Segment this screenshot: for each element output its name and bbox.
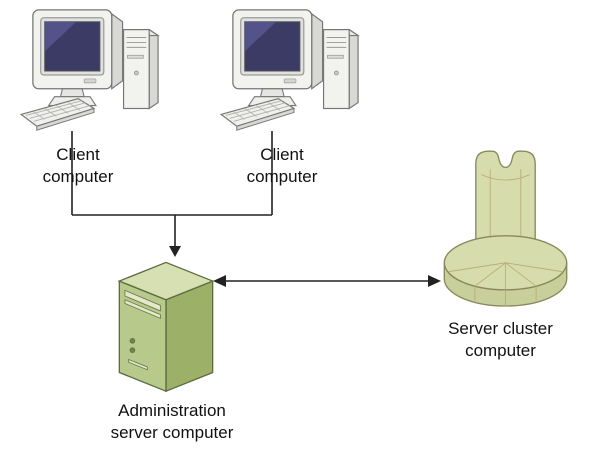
admin-server-label-line1: Administration: [118, 401, 226, 420]
power-button-icon: [129, 338, 136, 344]
monitor-neck: [259, 88, 285, 98]
slab-curve-line: [481, 174, 530, 181]
vent-slot: [128, 358, 148, 371]
monitor: [232, 9, 324, 107]
client1-label-line1: Client: [56, 145, 100, 164]
server-cluster-label: Server cluster computer: [408, 318, 593, 362]
keyboard: [19, 97, 96, 131]
client1-label: Client computer: [8, 144, 148, 188]
administration-server: [110, 248, 222, 400]
server-cluster-label-line1: Server cluster: [448, 319, 553, 338]
admin-server-label-line2: server computer: [110, 423, 234, 442]
drive-bay: [124, 299, 161, 320]
monitor: [32, 9, 124, 107]
tower-case: [121, 28, 161, 110]
server-cluster-label-line2: computer: [465, 341, 536, 360]
server-cluster-icon: [443, 150, 568, 307]
server-cluster: [438, 130, 573, 320]
server-front-details: [124, 289, 161, 371]
admin-server-label: Administration server computer: [72, 400, 272, 444]
server-tower-icon: [117, 261, 215, 393]
reset-button-icon: [129, 347, 136, 353]
client-computer-2: [218, 4, 368, 142]
client2-label-line1: Client: [260, 145, 304, 164]
client-computer-1: [18, 4, 168, 142]
keyboard: [219, 97, 296, 131]
server-tower-body: [117, 261, 215, 393]
monitor-neck: [59, 88, 85, 98]
client2-label-line2: computer: [246, 167, 318, 186]
client2-label: Client computer: [212, 144, 352, 188]
tower-case: [321, 28, 361, 110]
drive-bay: [124, 289, 161, 312]
client1-label-line2: computer: [42, 167, 114, 186]
cluster-base-disk: [443, 235, 568, 307]
client-computer-icon: [219, 9, 361, 131]
client-computer-icon: [19, 9, 161, 131]
